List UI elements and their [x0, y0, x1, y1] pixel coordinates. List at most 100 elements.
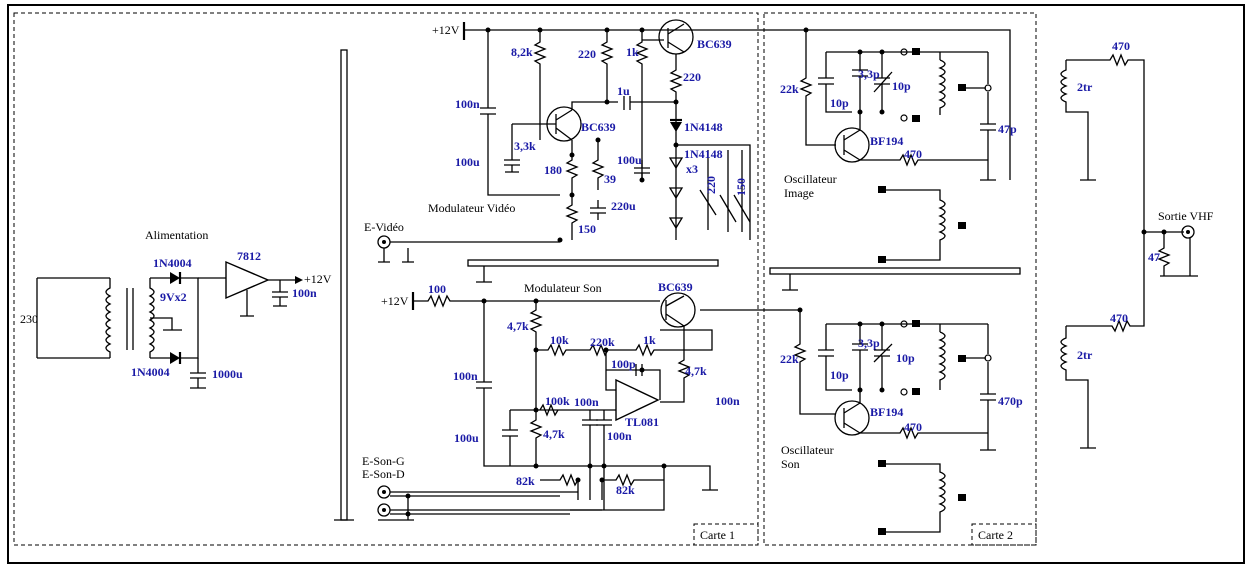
osc1-q-label: BF194: [870, 134, 903, 148]
r-3k3-label: 3,3k: [514, 139, 536, 153]
q-video-label: BC639: [581, 120, 616, 134]
osc2-title-line2: Son: [781, 457, 800, 471]
card2-label: Carte 2: [978, 528, 1013, 542]
transformer-label: 9Vx2: [160, 290, 187, 304]
c-100n-sound-left-label: 100n: [453, 369, 478, 383]
oscillator-image: 22k 10p 3,3p 10p 47p BF194 470 Oscillate…: [780, 27, 1017, 263]
c-100n-sound-b-label: 100n: [607, 429, 632, 443]
r-220c-label: 220: [704, 176, 718, 194]
osc2-r470-label: 470: [904, 420, 922, 434]
mains-label: 230: [20, 312, 38, 326]
card1-label-box: [693, 523, 759, 546]
shield-bar-card2: [769, 267, 1021, 275]
diode-top-label: 1N4004: [153, 256, 192, 270]
osc2-r22k-label: 22k: [780, 352, 799, 366]
osc1-title-line1: Oscillateur: [784, 172, 837, 186]
osc1-r22k-label: 22k: [780, 82, 799, 96]
video-modulator: +12V 8,2k 220 1k BC639 220 100n 1u BC639…: [364, 19, 1011, 263]
osc1-c10p-a-label: 10p: [830, 96, 849, 110]
r-180-label: 180: [544, 163, 562, 177]
r-1k-top-label: 1k: [626, 45, 639, 59]
r-39-label: 39: [604, 172, 616, 186]
x3-label: x3: [686, 162, 698, 176]
r-82k-b-label: 82k: [616, 483, 635, 497]
transistor-bf194-sound: [834, 400, 870, 436]
diode-bottom: [170, 352, 180, 364]
video-input-label: E-Vidéo: [364, 220, 404, 234]
regulator-output-label: +12V: [304, 272, 332, 286]
out-r470-top-label: 470: [1112, 39, 1130, 53]
r-150b-label: 150: [578, 222, 596, 236]
c-1u-label: 1u: [617, 84, 630, 98]
osc2-c10p-a-label: 10p: [830, 368, 849, 382]
oscillator-sound: 22k 10p 3,3p 10p 470p BF194 470 Oscillat…: [780, 307, 1023, 535]
r-1k-sound-label: 1k: [643, 333, 656, 347]
r-220k-label: 220k: [590, 335, 615, 349]
osc1-c47p-label: 47p: [998, 122, 1017, 136]
c-100u-mid-label: 100u: [617, 153, 642, 167]
transformer-primary: [105, 278, 112, 358]
c-100u-sound-label: 100u: [454, 431, 479, 445]
regulator-label: 7812: [237, 249, 261, 263]
c-100p-label: 100p: [611, 357, 636, 371]
card1-frame: [13, 12, 759, 546]
bus-bar: [340, 49, 348, 521]
osc2-title-line1: Oscillateur: [781, 443, 834, 457]
out-r470-bottom-label: 470: [1110, 311, 1128, 325]
transistor-sound: [660, 292, 696, 328]
opamp-tl081: [615, 378, 660, 422]
r-150a-label: 150: [734, 178, 748, 196]
c-100n-left-label: 100n: [455, 97, 480, 111]
osc1-title-line2: Image: [784, 186, 814, 200]
vhf-output: 470 2tr 470 2tr 47 Sortie VHF: [1060, 39, 1214, 449]
out-coil-bottom-label: 2tr: [1077, 348, 1093, 362]
r-220b-label: 220: [683, 70, 701, 84]
r-4k7c-label: 4,7k: [543, 427, 565, 441]
r-4k7b-label: 4,7k: [685, 364, 707, 378]
osc2-q-label: BF194: [870, 405, 903, 419]
sound-input-right-label: E-Son-D: [362, 467, 405, 481]
vhf-output-jack[interactable]: [1181, 225, 1195, 239]
d1-label: 1N4148: [684, 120, 723, 134]
r-82k-a-label: 82k: [516, 474, 535, 488]
out-r47-label: 47: [1148, 250, 1160, 264]
out-coil-top-label: 2tr: [1077, 80, 1093, 94]
r-10k-label: 10k: [550, 333, 569, 347]
osc2-c3p3-label: 3,3p: [858, 336, 880, 350]
q-sound-label: BC639: [658, 280, 693, 294]
diode-bottom-label: 1N4004: [131, 365, 170, 379]
diode-top: [170, 272, 180, 284]
regulator-7812: [225, 260, 270, 300]
video-title: Modulateur Vidéo: [428, 201, 515, 215]
transformer-secondary: [148, 278, 155, 358]
opamp-label: TL081: [625, 415, 659, 429]
sound-modulator: Modulateur Son +12V 100 BC639 4,7k 10k 2…: [362, 280, 800, 521]
r-4k7a-label: 4,7k: [507, 319, 529, 333]
sound-title: Modulateur Son: [524, 281, 602, 295]
outer-frame: [7, 4, 1245, 564]
cap-filter-label: 1000u: [212, 367, 243, 381]
power-supply: 230 Alimentation 1N4004 1N4004 9Vx2 1000…: [20, 228, 332, 389]
vhf-output-title: Sortie VHF: [1158, 209, 1214, 223]
transformer-core: [126, 288, 134, 350]
cap-reg-label: 100n: [292, 286, 317, 300]
c-100n-right-label: 100n: [715, 394, 740, 408]
q-top-label: BC639: [697, 37, 732, 51]
osc1-r470-label: 470: [904, 147, 922, 161]
card2-frame: [763, 12, 1037, 546]
sound-rail-label: +12V: [381, 294, 409, 308]
r-100k-label: 100k: [545, 394, 570, 408]
osc1-c3p3-label: 3,3p: [858, 67, 880, 81]
transistor-top: [658, 19, 694, 55]
card2-label-box: [971, 523, 1037, 546]
r-100-label: 100: [428, 282, 446, 296]
c-220u-label: 220u: [611, 199, 636, 213]
video-rail-label: +12V: [432, 23, 460, 37]
transistor-bf194-image: [834, 127, 870, 163]
osc2-c470p-label: 470p: [998, 394, 1023, 408]
d2-label: 1N4148: [684, 147, 723, 161]
supply-title: Alimentation: [145, 228, 208, 242]
shield-bar-card1: [467, 259, 719, 267]
osc1-c10p-b-label: 10p: [892, 79, 911, 93]
osc2-c10p-b-label: 10p: [896, 351, 915, 365]
